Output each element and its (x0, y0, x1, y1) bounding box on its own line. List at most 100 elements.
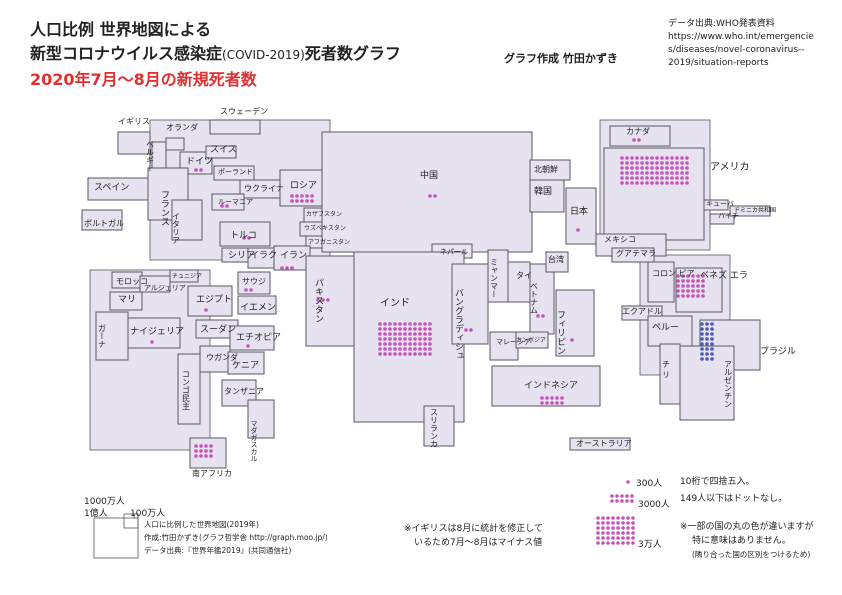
country-38-death-dot (540, 396, 544, 400)
rounding-note: 10桁で四捨五入。 149人以下はドットなし。 (680, 474, 787, 508)
title-main: 新型コロナウイルス感染症 (30, 44, 223, 63)
scale-big: 1億人 (84, 509, 108, 519)
legend-dot-30000 (611, 531, 615, 535)
country-10-shape (81, 209, 123, 231)
country-35-death-dot (570, 338, 574, 342)
country-29-death-dot (378, 342, 382, 346)
country-29-death-dot (413, 342, 417, 346)
country-69-label: アルゼンチン (724, 360, 733, 408)
legend-dot-30000 (601, 526, 605, 530)
country-29-death-dot (428, 332, 432, 336)
legend-dot-30000 (631, 531, 635, 535)
country-67-death-dot (710, 337, 714, 341)
country-15-label: カザフスタン (306, 210, 342, 218)
country-28-death-dot (321, 298, 325, 302)
country-64-death-dot (696, 289, 700, 293)
country-56-shape (609, 125, 671, 147)
country-60-shape (709, 213, 735, 225)
country-29-death-dot (378, 322, 382, 326)
country-44-shape (109, 291, 143, 311)
country-29-death-dot (403, 352, 407, 356)
country-55-shape (189, 437, 227, 469)
country-57-death-dot (675, 161, 679, 165)
country-61-shape (729, 205, 771, 217)
country-57-death-dot (660, 166, 664, 170)
country-64-death-dot (691, 279, 695, 283)
country-64-death-dot (701, 294, 705, 298)
country-57-death-dot (660, 156, 664, 160)
country-29-death-dot (403, 347, 407, 351)
country-67-label: ブラジル (760, 345, 796, 357)
country-57-death-dot (670, 176, 674, 180)
country-0-shape (117, 131, 151, 155)
country-36-shape (489, 331, 519, 361)
country-57-death-dot (640, 166, 644, 170)
country-14-shape (219, 221, 271, 247)
country-57-death-dot (645, 161, 649, 165)
country-29-death-dot (398, 337, 402, 341)
country-29-shape (353, 251, 465, 423)
country-29-death-dot (403, 322, 407, 326)
country-67-death-dot (710, 332, 714, 336)
country-57-death-dot (635, 171, 639, 175)
legend-dot-30000 (611, 516, 615, 520)
country-12-shape (171, 199, 203, 241)
country-29-death-dot (423, 322, 427, 326)
country-33-shape (529, 263, 555, 335)
country-29-death-dot (428, 337, 432, 341)
country-64-label: ベネズ エラ (700, 269, 748, 281)
country-57-death-dot (655, 176, 659, 180)
legend-dot-30000 (626, 536, 630, 540)
legend-dot-30000 (631, 521, 635, 525)
country-5-shape (205, 145, 237, 159)
scale-line1: 人口に比例した世界地図(2019年) (144, 520, 259, 529)
country-67-death-dot (710, 352, 714, 356)
country-41-label: モロッコ (116, 277, 148, 286)
country-64-death-dot (701, 289, 705, 293)
country-47-label: ナイジェリア (130, 326, 184, 337)
country-46-shape (95, 311, 129, 361)
uk-note: ※イギリスは8月に統計を修正して いるため7月〜8月はマイナス値 (404, 522, 543, 550)
country-57-death-dot (655, 166, 659, 170)
country-57-death-dot (675, 176, 679, 180)
country-67-death-dot (700, 357, 704, 361)
country-49-label: エチオピア (236, 332, 281, 343)
country-21-death-dot (249, 288, 253, 292)
country-64-death-dot (696, 279, 700, 283)
country-8-death-dot (290, 199, 294, 203)
country-57-death-dot (670, 156, 674, 160)
country-29-death-dot (428, 322, 432, 326)
country-57-death-dot (665, 176, 669, 180)
country-8-death-dot (290, 194, 294, 198)
country-12-label: イタリア (172, 212, 181, 244)
country-51-shape (227, 351, 265, 375)
country-1-label: オランダ (166, 122, 198, 132)
country-26-label: 日本 (570, 205, 588, 217)
country-67-death-dot (700, 337, 704, 341)
legend-dot-30000 (616, 536, 620, 540)
country-29-death-dot (418, 327, 422, 331)
country-64-death-dot (696, 274, 700, 278)
country-64-death-dot (686, 294, 690, 298)
country-29-death-dot (423, 337, 427, 341)
country-29-death-dot (378, 337, 382, 341)
dot-legend-30000: 3万人 (638, 540, 662, 550)
country-29-death-dot (388, 332, 392, 336)
scale-box-10m (123, 513, 139, 529)
country-6-label: ポーランド (218, 168, 253, 176)
country-57-death-dot (650, 181, 654, 185)
country-8-death-dot (295, 194, 299, 198)
country-68-label: チ リ (662, 360, 671, 379)
country-57-death-dot (685, 161, 689, 165)
legend-dot-30000 (626, 521, 630, 525)
legend-dot-30000 (606, 526, 610, 530)
country-57-death-dot (635, 166, 639, 170)
country-57-death-dot (680, 181, 684, 185)
country-29-death-dot (408, 337, 412, 341)
country-57-death-dot (660, 161, 664, 165)
country-29-death-dot (408, 342, 412, 346)
country-58-label: メキシコ (604, 235, 636, 244)
country-29-death-dot (398, 342, 402, 346)
dot-legend-3000: 3000人 (638, 500, 670, 510)
country-57-death-dot (635, 181, 639, 185)
